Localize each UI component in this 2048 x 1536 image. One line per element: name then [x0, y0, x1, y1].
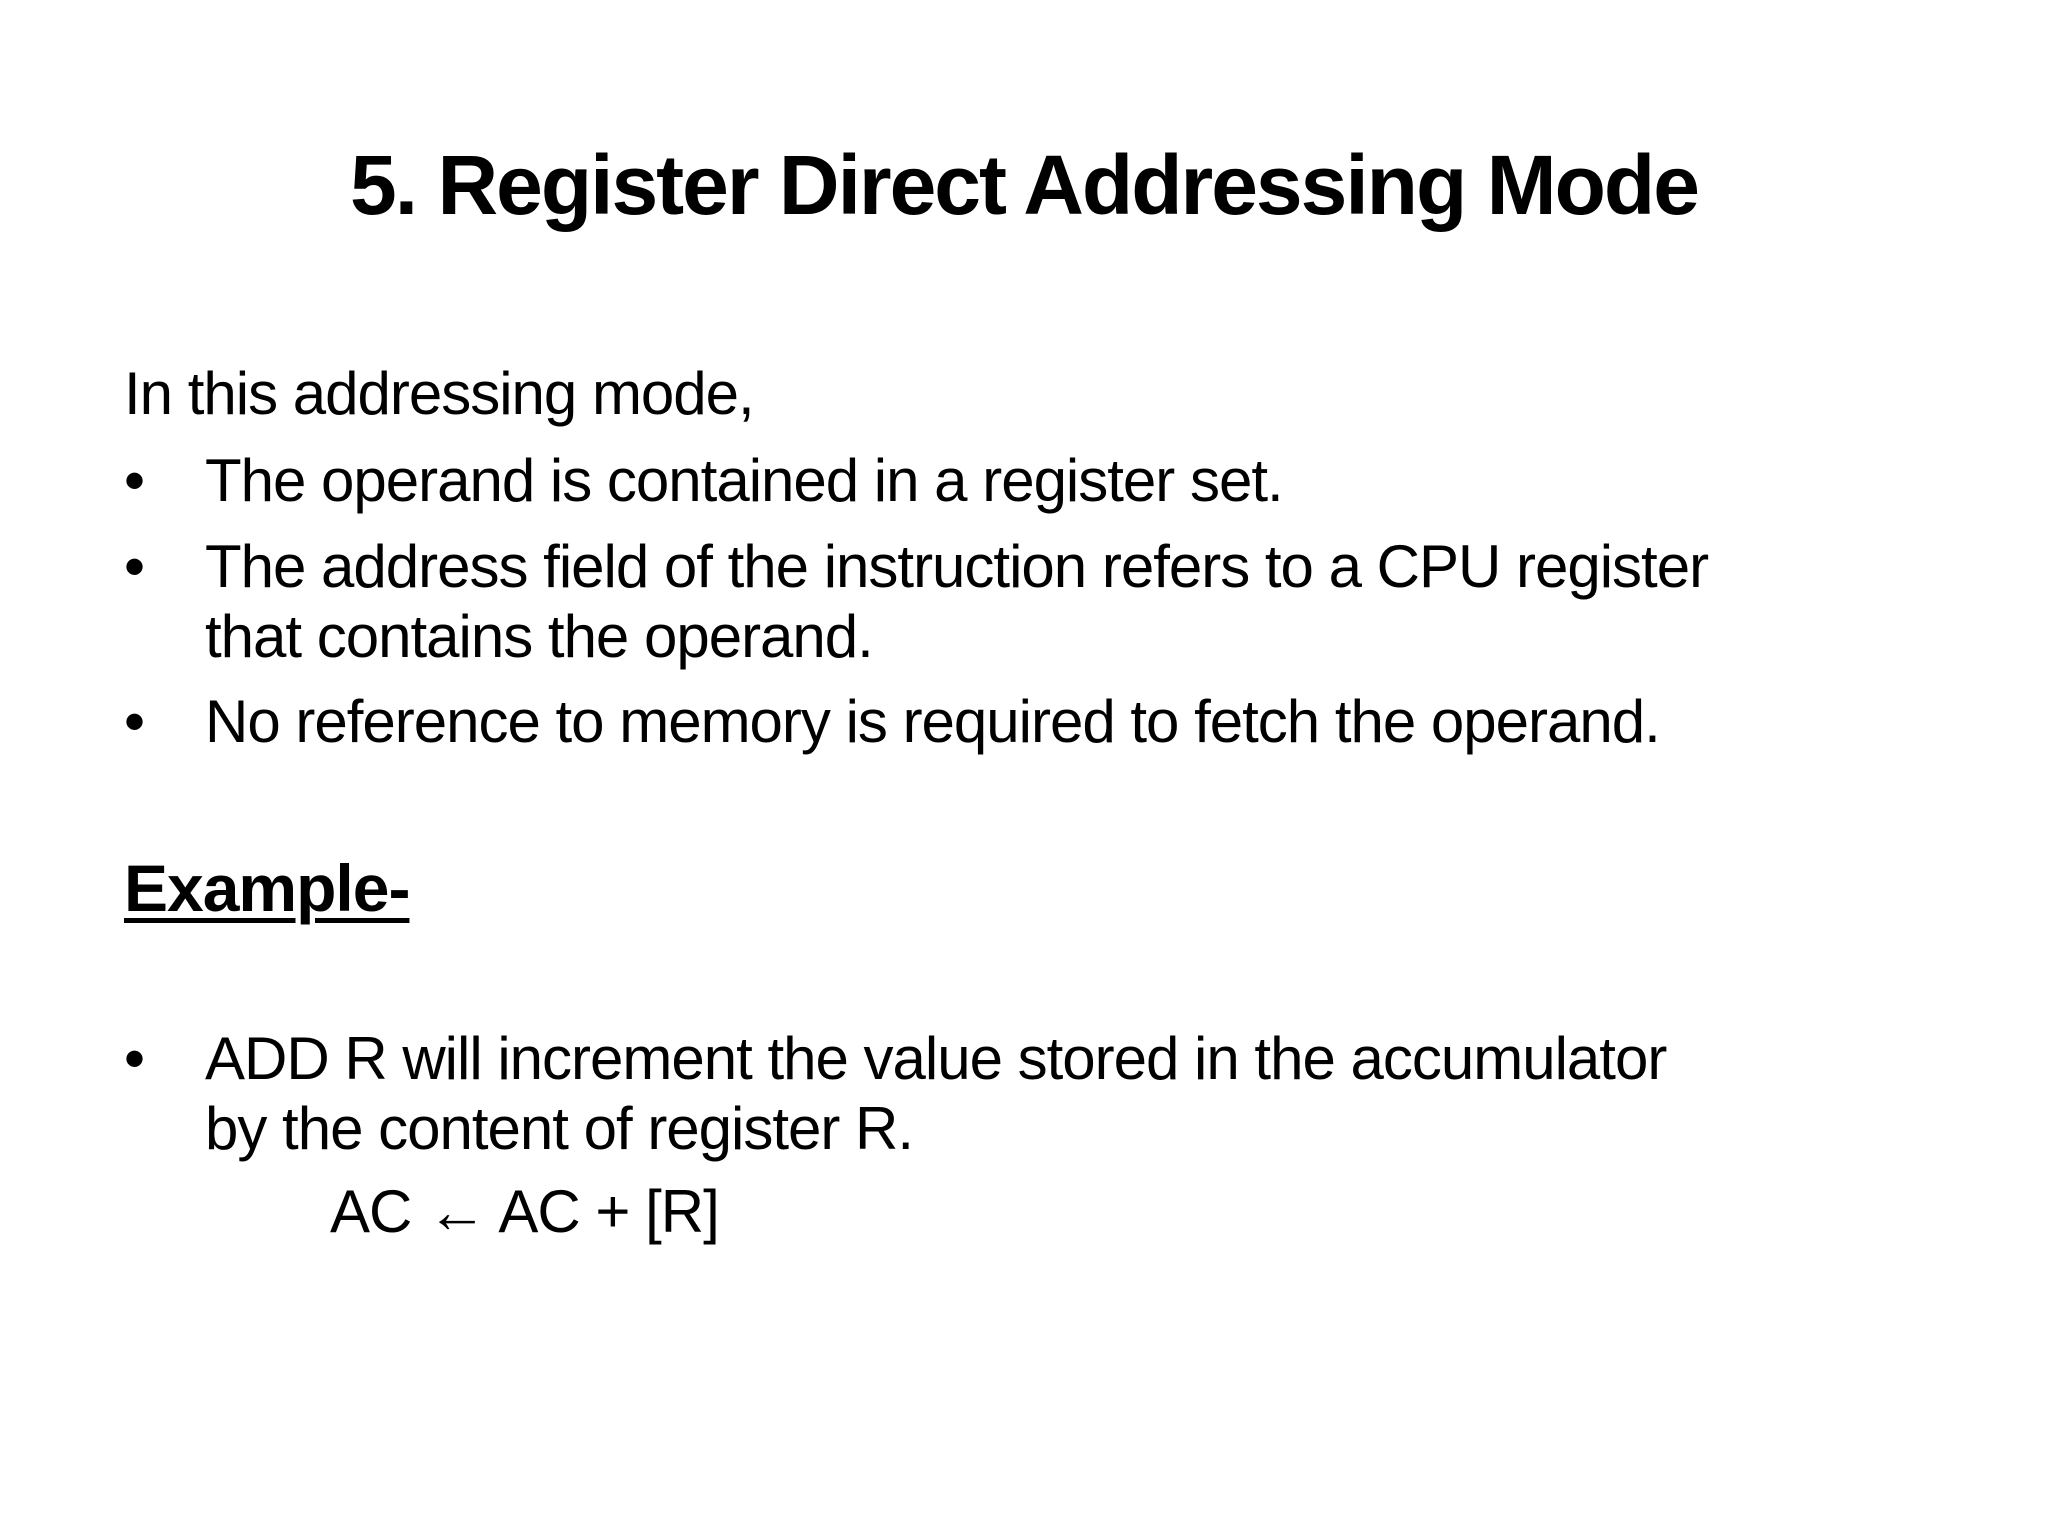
bullet-item: • The operand is contained in a register…	[124, 446, 1284, 516]
bullet-text: ADD R will increment the value stored in…	[205, 1024, 1667, 1164]
example-heading: Example-	[124, 851, 410, 925]
bullet-item: • The address field of the instruction r…	[124, 532, 1709, 672]
bullet-marker: •	[124, 688, 145, 755]
bullet-line: The operand is contained in a register s…	[205, 447, 1284, 514]
bullet-marker: •	[124, 447, 145, 514]
bullet-line: ADD R will increment the value stored in…	[205, 1025, 1667, 1092]
bullet-item: • ADD R will increment the value stored …	[124, 1024, 1667, 1164]
formula-line: AC ← AC + [R]	[330, 1178, 720, 1245]
bullet-item: • No reference to memory is required to …	[124, 687, 1661, 757]
bullet-marker: •	[124, 1025, 145, 1092]
bullet-text: The operand is contained in a register s…	[205, 446, 1284, 516]
intro-line: In this addressing mode,	[124, 360, 755, 427]
bullet-text: The address field of the instruction ref…	[205, 532, 1709, 672]
bullet-text: No reference to memory is required to fe…	[205, 687, 1661, 757]
bullet-line: by the content of register R.	[205, 1095, 914, 1162]
bullet-line: The address field of the instruction ref…	[205, 533, 1709, 600]
bullet-line: No reference to memory is required to fe…	[205, 688, 1661, 755]
bullet-marker: •	[124, 533, 145, 600]
slide-title: 5. Register Direct Addressing Mode	[350, 138, 1700, 232]
bullet-line: that contains the operand.	[205, 603, 874, 670]
